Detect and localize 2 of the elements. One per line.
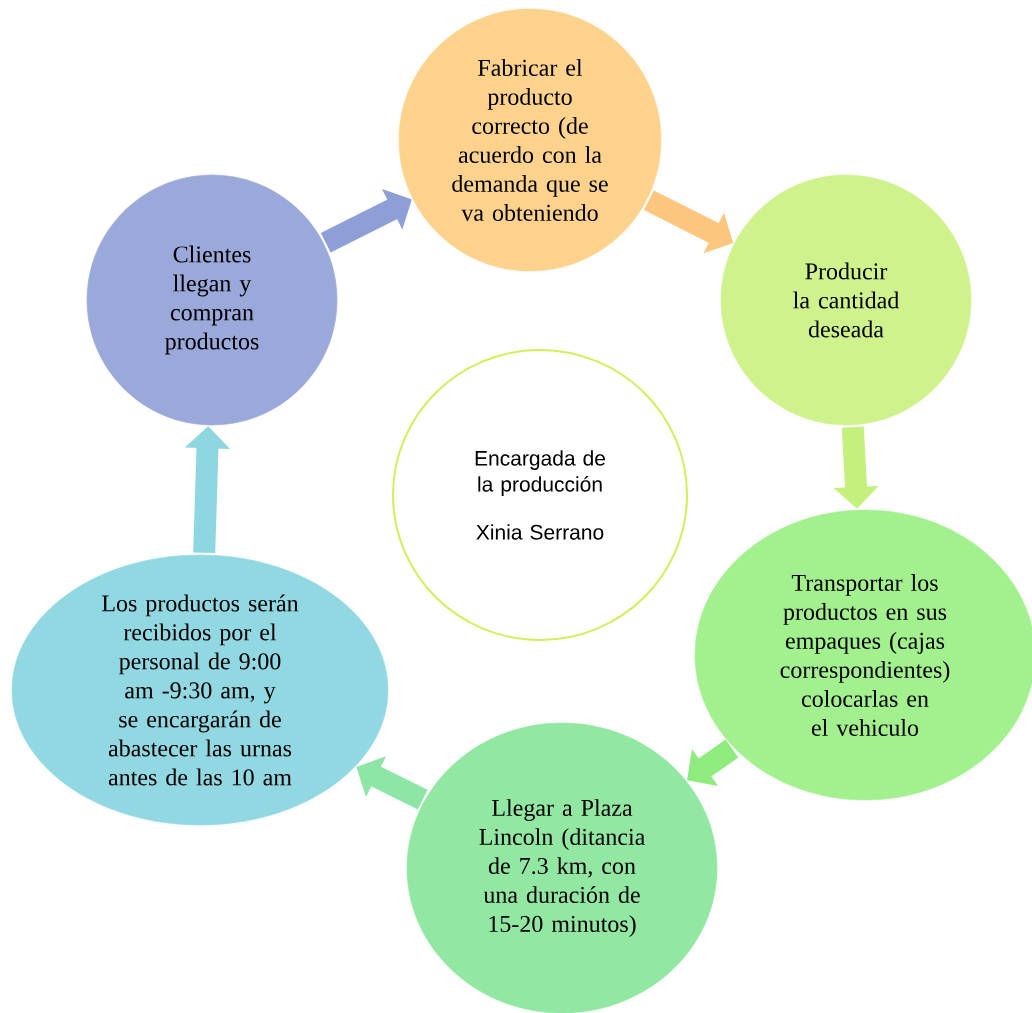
arrow [320, 189, 412, 253]
arrow [687, 739, 739, 787]
